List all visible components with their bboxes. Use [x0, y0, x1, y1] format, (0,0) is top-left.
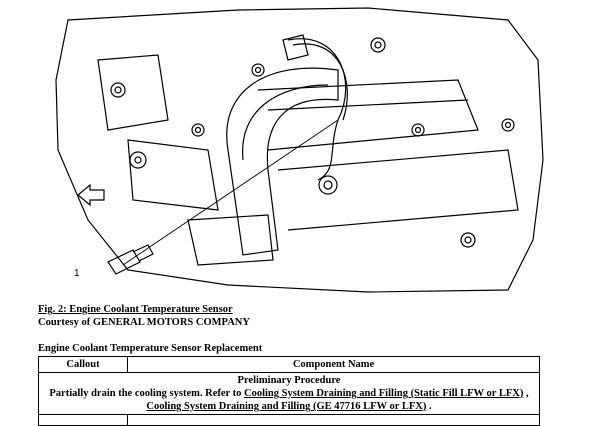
engine-illustration: 1	[38, 0, 558, 300]
section-title: Engine Coolant Temperature Sensor Replac…	[38, 343, 263, 354]
procedure-prefix: Partially drain the cooling system. Refe…	[49, 388, 244, 399]
empty-name-cell	[127, 414, 540, 426]
empty-callout-cell	[38, 414, 128, 426]
procedure-table: Callout Component Name Preliminary Proce…	[38, 356, 540, 426]
callout-1-label: 1	[74, 268, 80, 279]
figure-courtesy: Courtesy of GENERAL MOTORS COMPANY	[38, 317, 250, 328]
figure-caption: Fig. 2: Engine Coolant Temperature Senso…	[38, 303, 250, 329]
procedure-cell: Preliminary Procedure Partially drain th…	[38, 372, 540, 415]
procedure-suffix: .	[426, 401, 432, 412]
table-row: Preliminary Procedure Partially drain th…	[38, 372, 540, 415]
figure-caption-title: Fig. 2: Engine Coolant Temperature Senso…	[38, 304, 233, 315]
link-ge-47716[interactable]: Cooling System Draining and Filling (GE …	[146, 401, 427, 412]
header-callout: Callout	[38, 356, 128, 373]
procedure-separator: ,	[523, 388, 529, 399]
header-component-name: Component Name	[127, 356, 540, 373]
link-static-fill[interactable]: Cooling System Draining and Filling (Sta…	[244, 388, 524, 399]
preliminary-heading: Preliminary Procedure	[237, 375, 341, 386]
table-row	[38, 414, 540, 426]
table-header-row: Callout Component Name	[38, 356, 540, 373]
